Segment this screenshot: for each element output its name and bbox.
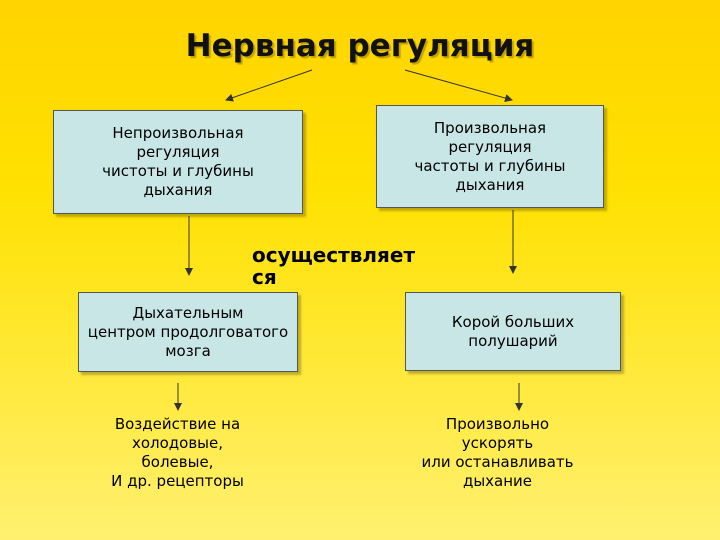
arrow-title-to-involuntary [225, 69, 313, 102]
respiratory-center-box: Дыхательным центром продолговатого мозга [78, 292, 298, 372]
cortex-label: Корой больших полушарий [451, 312, 575, 350]
involuntary-regulation-box: Непроизвольная регуляция чистоты и глуби… [53, 110, 303, 214]
left-effect-text: Воздействие на холодовые, болевые, И др.… [111, 415, 244, 490]
cortex-box: Корой больших полушарий [405, 292, 621, 371]
right-effect-text: Произвольно ускорять или останавливать д… [421, 415, 574, 490]
arrow-title-to-voluntary [404, 69, 513, 102]
voluntary-regulation-box: Произвольная регуляция частоты и глубины… [376, 105, 604, 208]
respiratory-center-label: Дыхательным центром продолговатого мозга [87, 303, 289, 360]
diagram-title: Нервная регуляция [185, 28, 535, 64]
voluntary-regulation-label: Произвольная регуляция частоты и глубины… [414, 118, 566, 194]
connector-label: осуществляется [252, 243, 416, 289]
involuntary-regulation-label: Непроизвольная регуляция чистоты и глуби… [102, 124, 254, 199]
